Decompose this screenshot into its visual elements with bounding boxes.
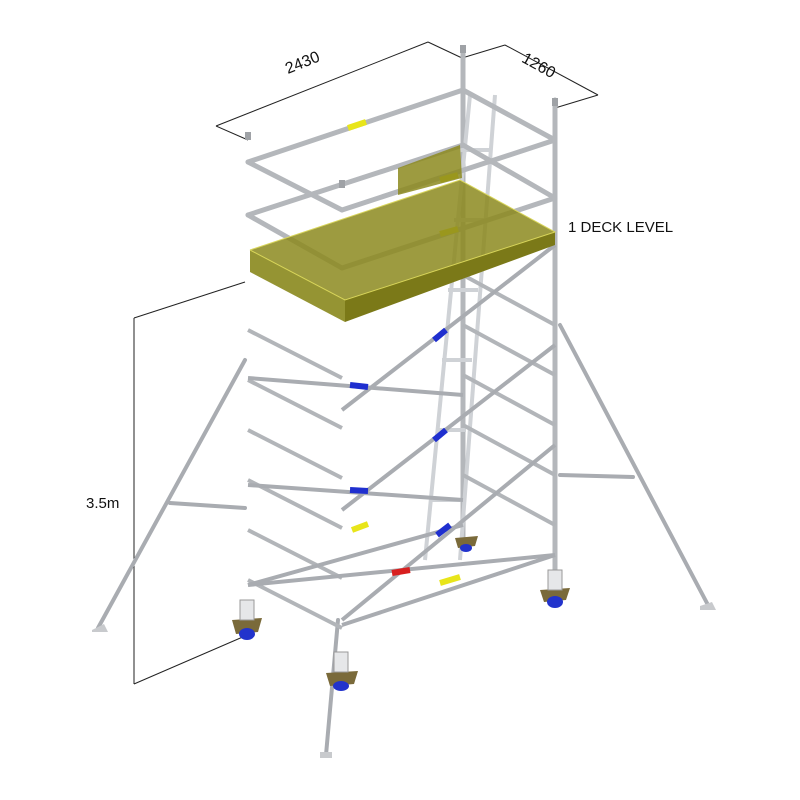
brace-clips [349,327,461,586]
castor-rear-right [540,569,570,608]
deck-level-label: 1 DECK LEVEL [568,219,674,236]
upright-caps [245,45,558,188]
castor-rear-left [455,536,478,552]
castor-front-left [232,599,262,640]
stabiliser-outriggers [96,323,710,757]
platform-deck [249,145,557,322]
castor-front-right [326,651,358,691]
dimension-lines [133,41,599,685]
rear-frame [460,45,558,603]
diagonal-braces [340,243,557,622]
castor-wheels [232,536,570,691]
side-rungs [247,273,556,630]
height-dimension-label: 3.5m [86,495,120,512]
stabiliser-feet [92,602,716,758]
